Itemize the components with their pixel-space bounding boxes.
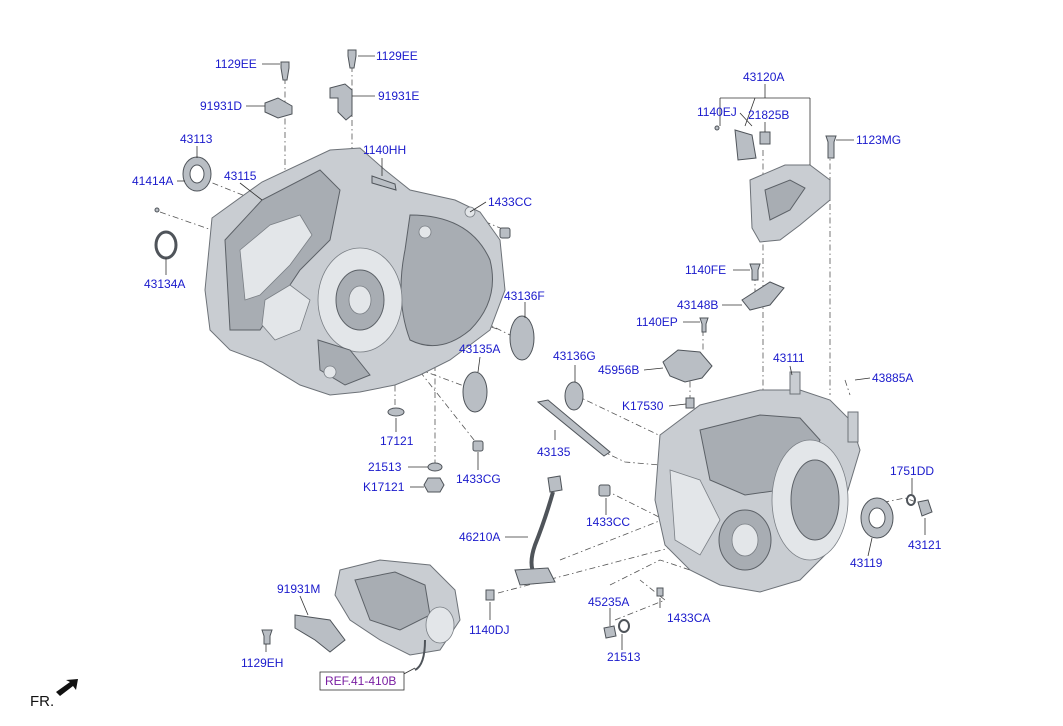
transmission-case — [654, 371, 861, 593]
label-45235A: 45235A — [588, 595, 629, 609]
label-K17530: K17530 — [622, 399, 664, 413]
label-1433CG: 1433CG — [456, 472, 501, 486]
label-43136G: 43136G — [553, 349, 596, 363]
label-1140EP: 1140EP — [636, 315, 678, 329]
reference-label[interactable]: REF.41-410B — [325, 674, 396, 688]
label-43135A: 43135A — [459, 342, 500, 356]
label-1123MG: 1123MG — [856, 133, 901, 147]
front-arrow-icon — [56, 679, 78, 696]
front-direction-indicator: FR. — [30, 679, 78, 710]
label-43134A: 43134A — [144, 277, 185, 291]
label-1140FE: 1140FE — [685, 263, 726, 277]
label-21513: 21513 — [368, 460, 402, 474]
label-1433CC-2: 1433CC — [586, 515, 630, 529]
right-small-parts — [485, 125, 933, 639]
label-21825B: 21825B — [748, 108, 789, 122]
label-21513-2: 21513 — [607, 650, 641, 664]
label-1433CC: 1433CC — [488, 195, 532, 209]
label-91931D: 91931D — [200, 99, 242, 113]
label-17121: 17121 — [380, 434, 414, 448]
label-1140EJ: 1140EJ — [697, 105, 737, 119]
label-1433CA: 1433CA — [667, 611, 710, 625]
label-43119: 43119 — [850, 556, 883, 570]
label-43115: 43115 — [224, 169, 257, 183]
label-91931M: 91931M — [277, 582, 320, 596]
label-1129EE: 1129EE — [215, 57, 257, 71]
label-1129EE-2: 1129EE — [376, 49, 418, 63]
part-labels: 1129EE 1129EE 91931D 91931E 43113 41414A… — [132, 49, 942, 670]
label-43113: 43113 — [180, 132, 213, 146]
label-91931E: 91931E — [378, 89, 419, 103]
label-43135: 43135 — [537, 445, 571, 459]
label-46210A: 46210A — [459, 530, 500, 544]
label-45956B: 45956B — [598, 363, 639, 377]
label-1751DD: 1751DD — [890, 464, 934, 478]
left-small-parts — [154, 49, 535, 493]
label-43885A: 43885A — [872, 371, 913, 385]
label-43111: 43111 — [773, 351, 805, 365]
label-43148B: 43148B — [677, 298, 718, 312]
leader-lines — [165, 55, 926, 677]
label-43121: 43121 — [908, 538, 942, 552]
label-K17121: K17121 — [363, 480, 405, 494]
label-1129EH: 1129EH — [241, 656, 283, 670]
label-41414A: 41414A — [132, 174, 173, 188]
label-43120A: 43120A — [743, 70, 784, 84]
reference-box[interactable]: REF.41-410B — [319, 671, 405, 691]
clutch-housing — [204, 147, 506, 396]
label-43136F: 43136F — [504, 289, 545, 303]
front-label: FR. — [30, 693, 54, 710]
label-1140HH: 1140HH — [363, 143, 406, 157]
shift-assembly — [261, 559, 461, 671]
label-1140DJ: 1140DJ — [469, 623, 509, 637]
